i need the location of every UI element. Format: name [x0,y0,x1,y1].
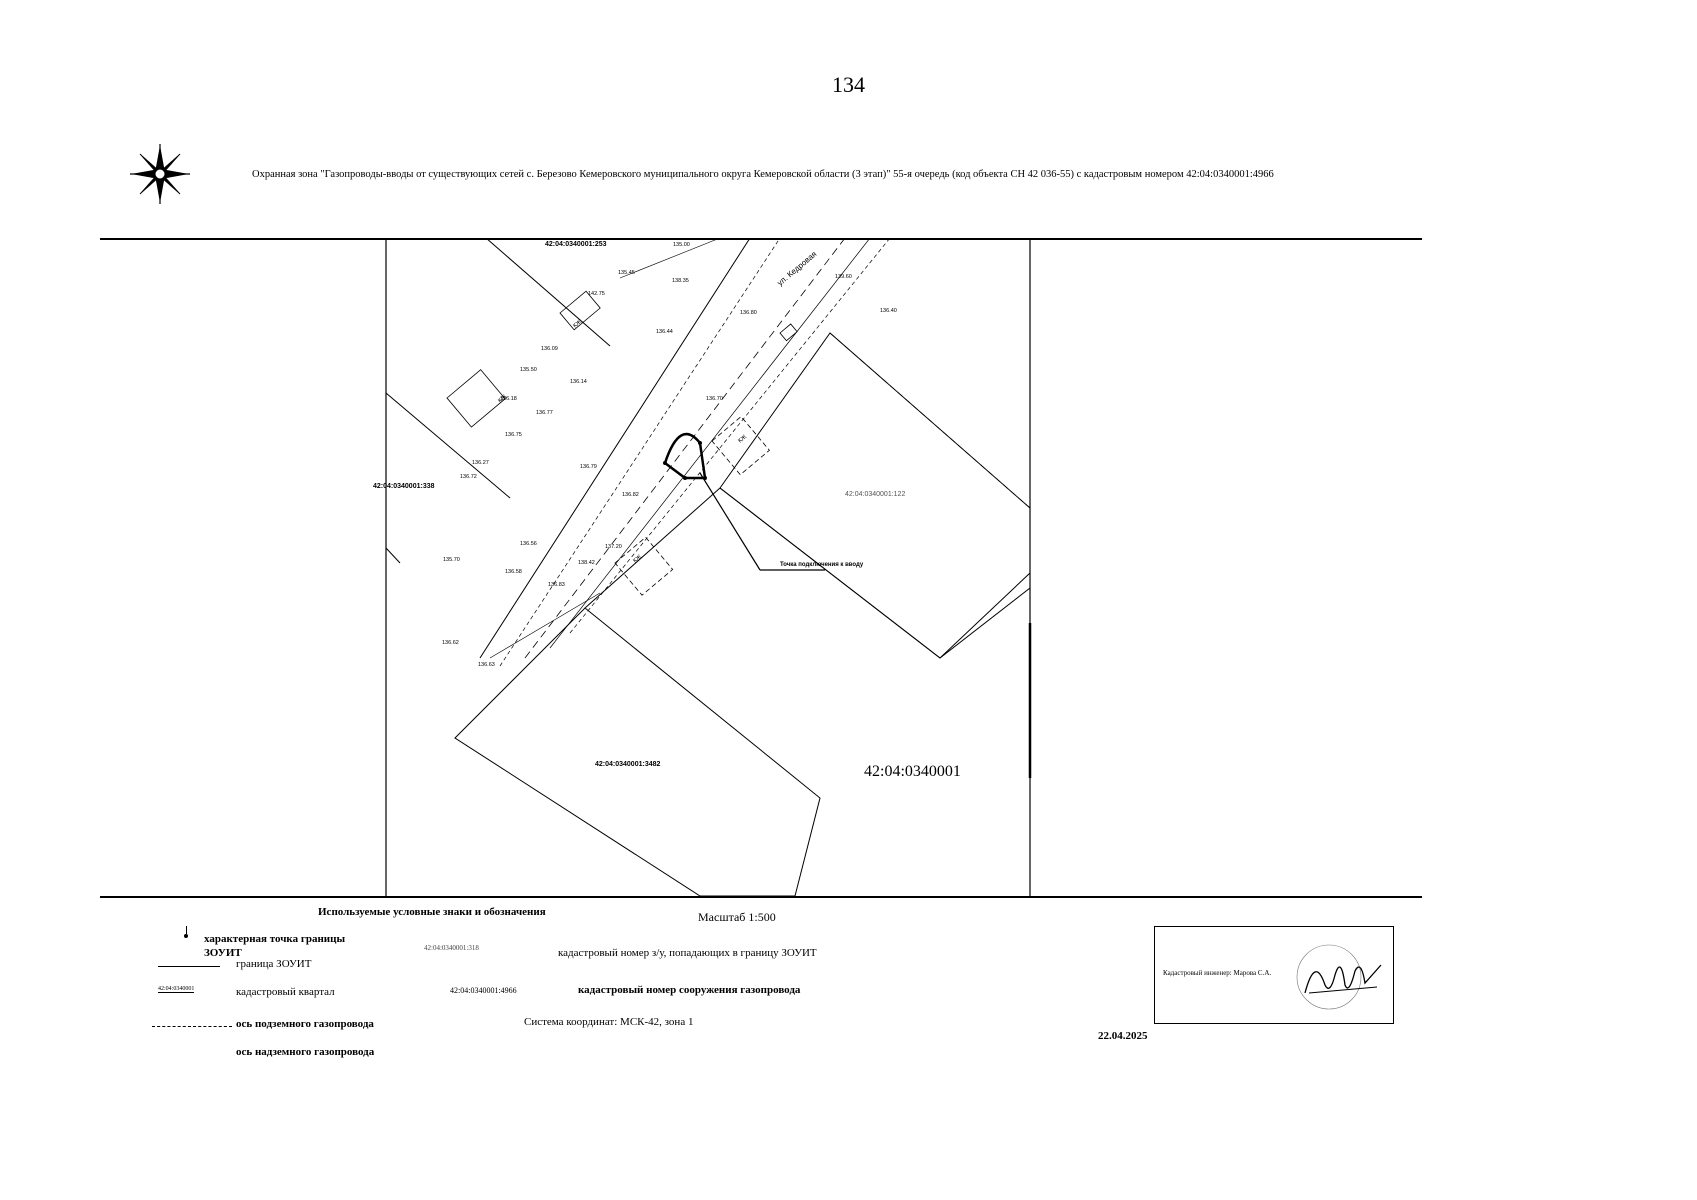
callout-label: Точка подключения к вводу [780,562,864,568]
elevation: 136.83 [548,582,565,588]
legend-boundary: граница ЗОУИТ [236,958,312,970]
elevation: 136.63 [478,662,495,668]
legend-aboveground: ось надземного газопровода [236,1046,375,1058]
legend-structure: кадастровый номер сооружения газопровода [578,984,801,996]
elevation: 142.75 [588,291,605,297]
legend-structure-sample: 42:04:0340001:4966 [450,986,517,995]
elevation: 137.20 [605,544,622,550]
parcel-label-122: 42:04:0340001:122 [845,491,905,498]
elevation: 136.77 [536,410,553,416]
building-label: КЖ [632,554,643,565]
elevation: 136.09 [541,346,558,352]
elevation: 136.58 [505,569,522,575]
parcel-boundary [385,547,401,564]
elevation: 136.56 [520,541,537,547]
elevation: 136.75 [505,432,522,438]
engineer-stamp: Кадастровый инженер: Марова С.А. [1154,926,1394,1024]
elevation: 136.40 [880,308,897,314]
building-label: КЖ [497,394,508,405]
parcel-label-253: 42:04:0340001:253 [545,241,607,248]
quarter-label: 42:04:0340001 [864,763,961,780]
parcel-boundary [385,392,511,499]
legend-heading: Используемые условные знаки и обозначени… [318,906,546,918]
elevation: 136.79 [580,464,597,470]
map-title: Охранная зона "Газопроводы-вводы от суще… [252,169,1274,180]
char-point-icon-stem [186,926,187,934]
top-rule [100,238,1422,240]
elevation: 136.82 [622,492,639,498]
callout-line [699,472,761,571]
elevation: 136.62 [442,640,459,646]
legend-char-point: характерная точка границы ЗОУИТ [204,933,346,959]
scale-label: Масштаб 1:500 [698,910,776,924]
legend-parcel: кадастровый номер з/у, попадающих в гран… [558,947,817,959]
elevation: 136.27 [472,460,489,466]
parcel-boundary [485,238,611,347]
document-date: 22.04.2025 [1098,1030,1148,1042]
elevation: 136.70 [706,396,723,402]
stamp-label: Кадастровый инженер: Марова С.А. [1163,969,1272,977]
elevation: 138.35 [672,278,689,284]
elevation: 135.70 [443,557,460,563]
parcel-3482 [454,607,821,897]
legend-quarter: кадастровый квартал [236,986,335,998]
signature-icon [1296,944,1382,1010]
boundary-line-sample [158,966,220,967]
compass-rose-icon [130,144,190,204]
map-area: 42:04:0340001:253 42:04:0340001:338 42:0… [100,238,1422,898]
parcel-label-3482: 42:04:0340001:3482 [595,761,660,768]
elevation-marks: 135.00 135.45 138.35 142.75 139.60 136.4… [442,242,897,668]
elevation: 136.80 [740,310,757,316]
elevation: 135.00 [673,242,690,248]
underground-line-sample [152,1026,232,1027]
building-label: КЖ [572,319,583,330]
elevation: 135.50 [520,367,537,373]
elevation: 136.44 [656,329,673,335]
legend-parcel-sample: 42:04:0340001:318 [424,944,479,952]
parcel-label-338: 42:04:0340001:338 [373,483,435,490]
elevation: 136.72 [460,474,477,480]
legend-underground: ось подземного газопровода [236,1018,374,1030]
elevation: 136.18 [500,396,517,402]
legend-coords: Система координат: МСК-42, зона 1 [524,1016,694,1028]
elevation: 136.14 [570,379,587,385]
elevation: 135.45 [618,270,635,276]
cadastral-map: 42:04:0340001:253 42:04:0340001:338 42:0… [373,238,1032,897]
zouit-boundary [663,432,707,480]
boundary-points [663,441,707,480]
page-number: 134 [832,72,865,97]
elevation: 138.42 [578,560,595,566]
char-point-icon [184,934,188,938]
legend-quarter-sample: 42:04:0340001 [158,986,195,993]
bottom-rule [100,896,1422,898]
building-label: КЖ [737,434,748,445]
elevation: 139.60 [835,274,852,280]
